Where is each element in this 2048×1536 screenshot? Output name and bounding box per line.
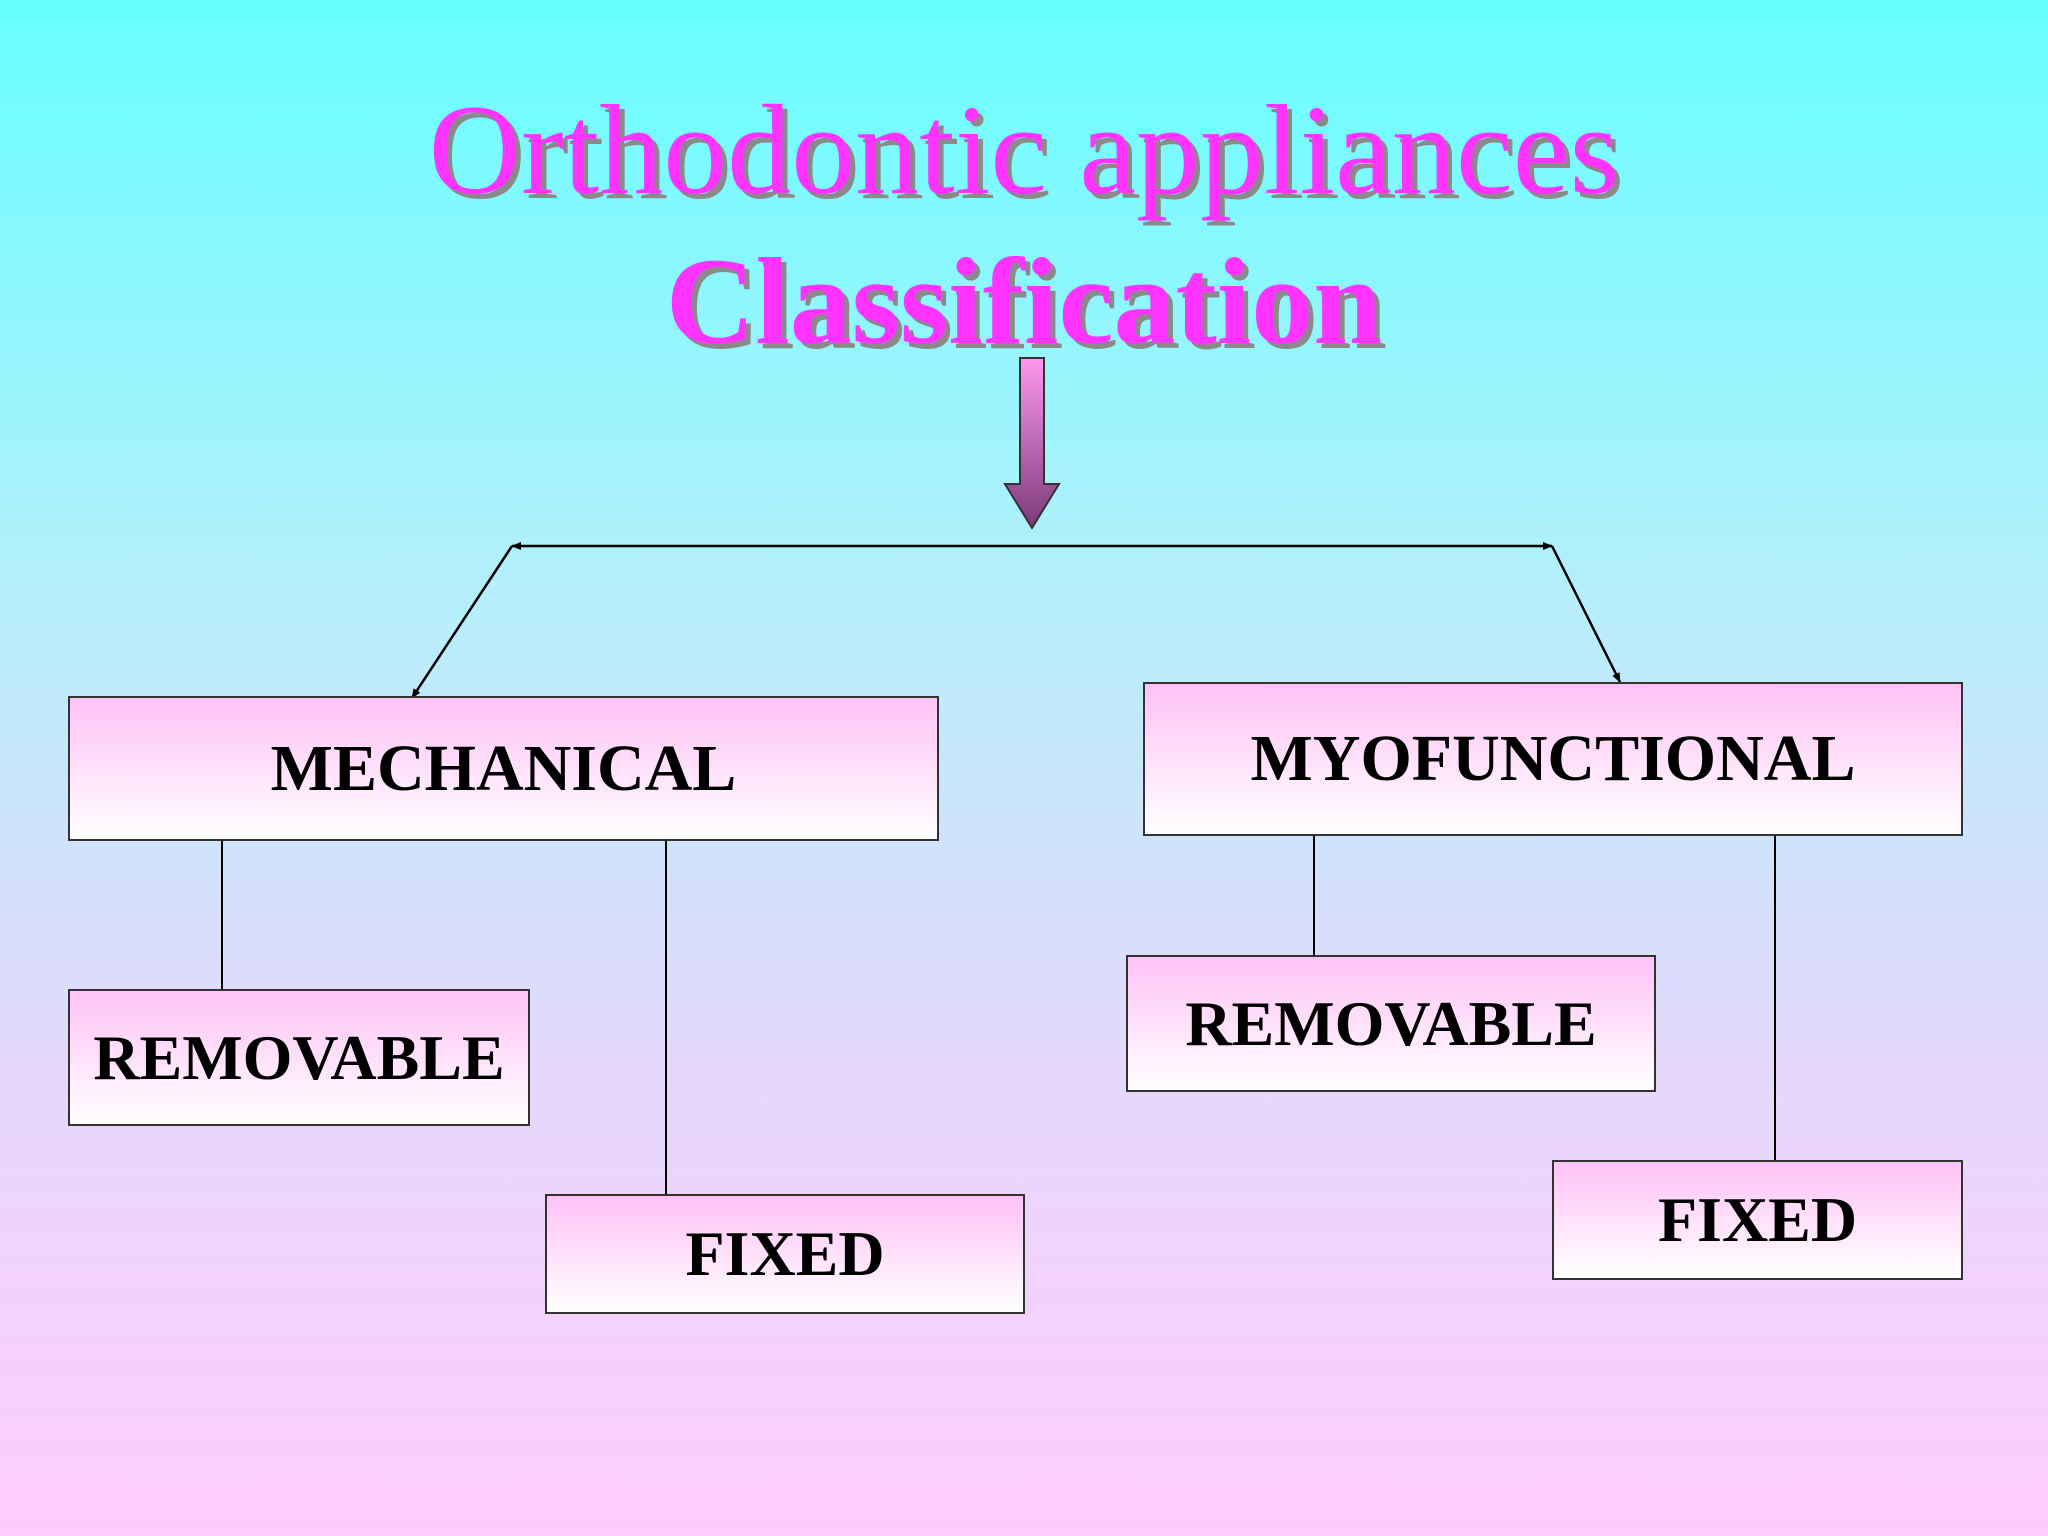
down-arrow-icon xyxy=(1003,357,1061,530)
arrow-to-myofunctional xyxy=(1550,545,1622,683)
node-mechanical: MECHANICAL xyxy=(68,696,939,841)
title-line-2: Classification xyxy=(665,233,1383,370)
node-myofunctional: MYOFUNCTIONAL xyxy=(1143,682,1963,836)
node-myofunctional-removable: REMOVABLE xyxy=(1126,955,1656,1092)
node-mechanical-fixed: FIXED xyxy=(545,1194,1025,1314)
node-mechanical-removable: REMOVABLE xyxy=(68,989,530,1126)
arrow-to-mechanical xyxy=(410,545,514,699)
title-line-1: Orthodontic appliances xyxy=(428,79,1620,221)
node-myofunctional-fixed: FIXED xyxy=(1552,1160,1963,1280)
